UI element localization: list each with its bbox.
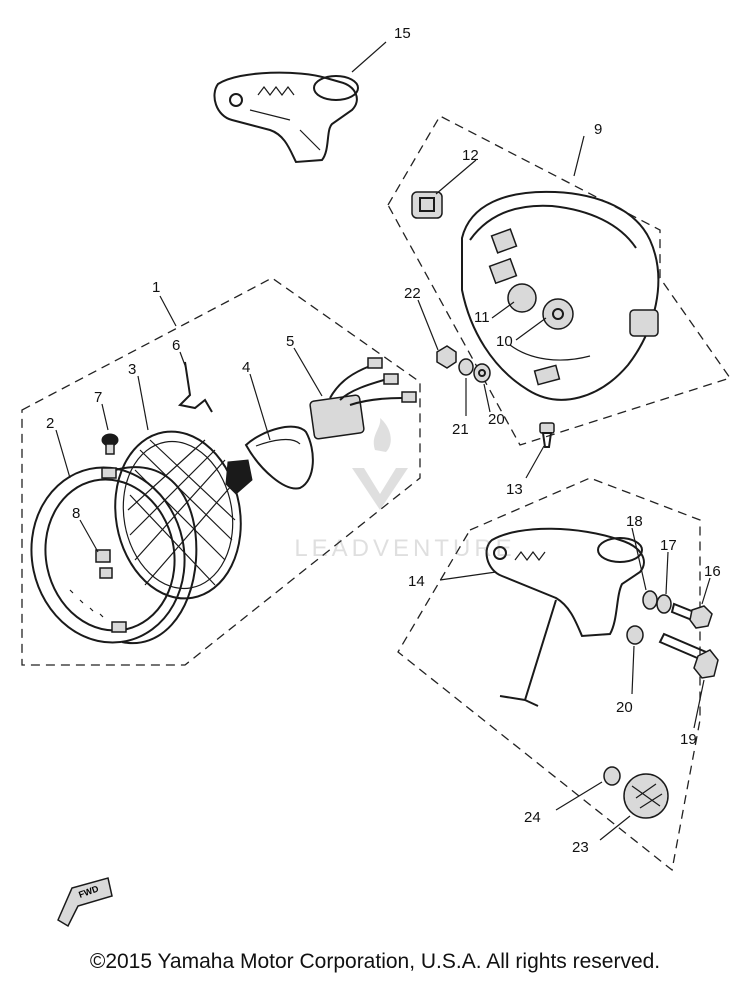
callout-2: 2 bbox=[46, 415, 54, 432]
watermark: LEADVENTURE bbox=[294, 418, 515, 562]
leader-lines bbox=[55, 41, 711, 841]
callout-20-lower: 20 bbox=[616, 699, 633, 716]
watermark-text: LEADVENTURE bbox=[294, 535, 515, 562]
callout-5: 5 bbox=[286, 333, 294, 350]
callout-6: 6 bbox=[172, 337, 180, 354]
callout-16: 16 bbox=[704, 563, 721, 580]
headlight-body-boundary bbox=[387, 115, 732, 446]
forward-direction-arrow: FWD bbox=[57, 877, 113, 928]
callout-9: 9 bbox=[594, 121, 602, 138]
bulb-socket bbox=[309, 357, 417, 440]
rim-clip bbox=[95, 549, 113, 579]
grommet bbox=[411, 191, 443, 219]
rim-screw bbox=[101, 433, 119, 455]
screw bbox=[539, 422, 555, 448]
callout-4: 4 bbox=[242, 359, 250, 376]
callout-12: 12 bbox=[462, 147, 479, 164]
callout-7: 7 bbox=[94, 389, 102, 406]
lower-headlight-bracket bbox=[485, 527, 645, 707]
callout-11: 11 bbox=[474, 309, 490, 326]
headlight-rim bbox=[30, 466, 198, 645]
headlight-body-shell bbox=[461, 190, 660, 401]
sealed-beam-unit bbox=[114, 430, 242, 600]
callout-22: 22 bbox=[404, 285, 421, 302]
long-bolt-set bbox=[626, 625, 719, 679]
spring bbox=[177, 361, 213, 413]
upper-headlight-bracket bbox=[213, 71, 359, 164]
headlight-assembly-boundary bbox=[21, 277, 421, 666]
callout-20-upper: 20 bbox=[488, 411, 505, 428]
callout-3: 3 bbox=[128, 361, 136, 378]
lower-bracket-boundary bbox=[397, 477, 701, 872]
nut-and-washers bbox=[436, 345, 491, 383]
socket-boot bbox=[225, 425, 314, 495]
callout-8: 8 bbox=[72, 505, 80, 522]
callout-15: 15 bbox=[394, 25, 411, 42]
callout-17: 17 bbox=[660, 537, 677, 554]
copyright-notice: ©2015 Yamaha Motor Corporation, U.S.A. A… bbox=[89, 950, 661, 973]
callout-1: 1 bbox=[152, 279, 160, 296]
reflector-set bbox=[603, 766, 669, 819]
callout-10: 10 bbox=[496, 333, 513, 350]
callout-24: 24 bbox=[524, 809, 541, 826]
callout-19: 19 bbox=[680, 731, 697, 748]
callout-21: 21 bbox=[452, 421, 469, 438]
callout-14: 14 bbox=[408, 573, 425, 590]
callout-13: 13 bbox=[506, 481, 523, 498]
callout-23: 23 bbox=[572, 839, 589, 856]
bracket-bolt-set bbox=[642, 590, 713, 629]
callout-18: 18 bbox=[626, 513, 643, 530]
